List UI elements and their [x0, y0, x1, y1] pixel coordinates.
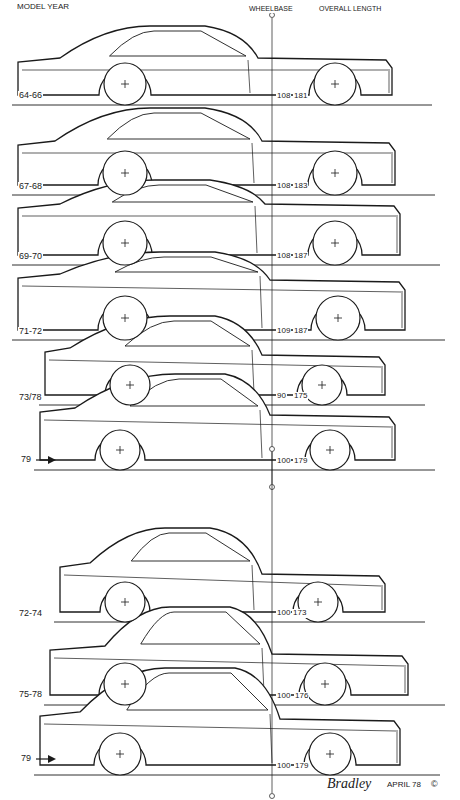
onward-arrow: [36, 755, 56, 763]
ground-line: [12, 105, 432, 106]
model-year: 69-70: [18, 252, 43, 262]
length-dim: 187: [293, 252, 308, 261]
car-window: [131, 533, 250, 561]
ground-line: [34, 775, 440, 776]
wheel: [314, 63, 356, 105]
wheelbase-dim: 108: [276, 182, 291, 191]
model-year: 79: [20, 754, 32, 764]
wheelbase-dim: 90: [276, 392, 287, 401]
door-line: [260, 276, 262, 328]
car-window: [127, 673, 268, 710]
ground-line: [34, 470, 435, 471]
wheel: [100, 430, 140, 470]
bumper-line: [382, 366, 383, 393]
door-line: [255, 206, 257, 253]
length-dim: 187: [293, 327, 308, 336]
belt-line: [44, 724, 396, 731]
door-line: [252, 350, 254, 393]
wheel: [316, 296, 360, 340]
wheel: [99, 733, 141, 775]
artist-signature: Bradley: [326, 776, 372, 791]
belt-line: [64, 575, 381, 586]
wheel: [309, 733, 351, 775]
column-header: MODEL YEAR: [16, 3, 70, 12]
car-profile: [34, 668, 440, 775]
model-year: 67-68: [18, 182, 43, 192]
wheelbase-dim: 100: [276, 609, 291, 618]
car-profile: [12, 180, 440, 265]
model-year: 79: [20, 455, 32, 465]
wheel: [103, 221, 147, 265]
length-dim: 179: [294, 762, 309, 771]
bumper-line: [397, 730, 398, 763]
wheel: [104, 663, 146, 705]
door-line: [248, 60, 250, 93]
model-year: 75-78: [18, 690, 43, 700]
wheel: [313, 221, 357, 265]
wheelbase-dim: 100: [276, 457, 291, 466]
wheel: [313, 151, 357, 195]
car-profile: [12, 26, 432, 105]
bumper-line: [402, 291, 403, 328]
model-year: 71-72: [18, 327, 43, 337]
axle-centerline: [270, 13, 275, 490]
model-year: 72-74: [18, 609, 43, 619]
wheelbase-dim: 100: [276, 762, 291, 771]
wheel: [103, 151, 147, 195]
wheel: [103, 296, 147, 340]
wheel: [105, 582, 145, 622]
wheelbase-dim: 108: [276, 92, 291, 101]
bumper-line: [392, 152, 393, 183]
wheelbase-dim: 109: [276, 327, 291, 336]
belt-line: [22, 286, 401, 292]
length-dim: 183: [293, 182, 308, 191]
signature-date: APRIL 78: [386, 781, 422, 790]
car-window: [107, 113, 250, 139]
model-year: 73/78: [18, 393, 43, 403]
length-dim: 176: [294, 692, 309, 701]
wheelbase-dim: 108: [276, 252, 291, 261]
belt-line: [44, 420, 391, 427]
bumper-line: [405, 665, 406, 693]
length-dim: 173: [292, 609, 307, 618]
wheel: [104, 63, 146, 105]
bumper-line: [392, 426, 393, 458]
belt-line: [49, 360, 381, 367]
column-header: WHEELBASE: [248, 5, 294, 13]
wheel: [310, 430, 350, 470]
column-header: OVERALL LENGTH: [318, 5, 382, 13]
wheel: [304, 663, 346, 705]
door-line: [260, 410, 262, 458]
length-dim: 175: [293, 392, 308, 401]
car-window: [110, 31, 247, 56]
bumper-line: [389, 69, 390, 93]
car-profile: [54, 528, 425, 622]
onward-arrow: [36, 456, 56, 464]
bumper-line: [382, 585, 383, 610]
door-line: [252, 565, 254, 610]
length-dim: 181: [293, 92, 308, 101]
car-window: [141, 612, 260, 644]
belt-line: [54, 658, 404, 666]
model-year: 64-66: [18, 91, 43, 101]
car-profile: [34, 374, 435, 470]
belt-line: [22, 216, 396, 217]
wheel: [110, 365, 150, 405]
door-line: [252, 143, 254, 183]
length-dim: 179: [293, 457, 308, 466]
axle-centerline: [270, 447, 275, 799]
wheelbase-dim: 100: [276, 692, 291, 701]
bumper-line: [397, 215, 398, 253]
copyright-mark: ©: [430, 780, 439, 790]
